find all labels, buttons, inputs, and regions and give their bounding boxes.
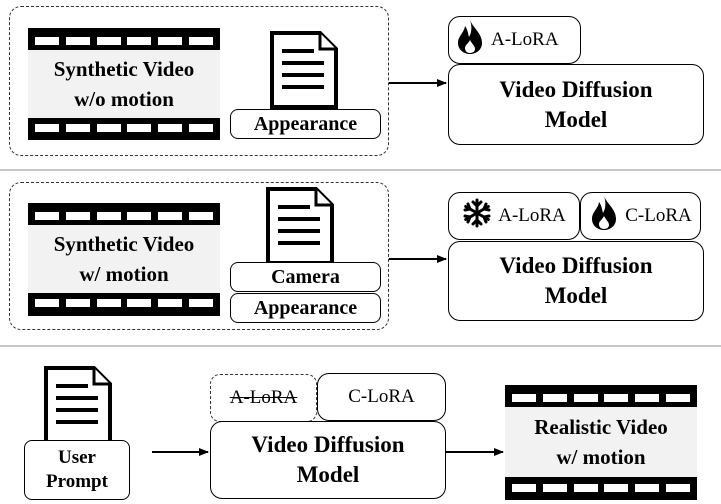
user-prompt-label: User Prompt [24, 440, 130, 500]
row-separator-1 [0, 169, 721, 171]
film-holes-bottom [505, 484, 697, 492]
synthetic-video-motion-film: Synthetic Video w/ motion [28, 203, 220, 316]
film-sprocket-hole [635, 394, 660, 402]
film-frame: Synthetic Video w/ motion [28, 225, 220, 293]
film-sprocket-hole [158, 212, 183, 220]
film-sprocket-hole [65, 124, 90, 132]
c-lora-tag: C-LoRA [580, 192, 701, 240]
input-group-row1 [9, 6, 389, 156]
lora-label: C-LoRA [625, 205, 692, 226]
film-sprocket-hole [542, 484, 567, 492]
flame-icon [589, 195, 619, 237]
video-diffusion-model-row2: Video Diffusion Model [448, 241, 704, 321]
film-holes-top [28, 37, 220, 45]
film-sprocket-hole [189, 299, 214, 307]
film-sprocket-hole [34, 37, 59, 45]
film-sprocket-hole [158, 37, 183, 45]
a-lora-tag: A-LoRA [448, 16, 581, 64]
film-sprocket-hole [666, 484, 691, 492]
film-holes-bottom [28, 124, 220, 132]
film-sprocket-hole [65, 37, 90, 45]
film-sprocket-hole [96, 212, 121, 220]
synthetic-video-no-motion-film: Synthetic Video w/o motion [28, 28, 220, 140]
film-holes-top [505, 394, 697, 402]
film-sprocket-hole [158, 299, 183, 307]
film-sprocket-hole [127, 299, 152, 307]
film-sprocket-hole [158, 124, 183, 132]
film-sprocket-hole [635, 484, 660, 492]
film-sprocket-hole [127, 212, 152, 220]
film-sprocket-hole [666, 394, 691, 402]
film-holes-top [28, 212, 220, 220]
snowflake-icon [462, 198, 492, 234]
document-icon [266, 187, 334, 265]
film-sprocket-hole [542, 394, 567, 402]
document-icon [270, 31, 338, 109]
lora-label: A-LoRA [491, 29, 559, 50]
film-sprocket-hole [96, 299, 121, 307]
film-sprocket-hole [189, 124, 214, 132]
video-label: Synthetic Video w/o motion [53, 57, 195, 111]
row-separator-2 [0, 345, 721, 347]
video-diffusion-model-row1: Video Diffusion Model [448, 64, 704, 145]
film-sprocket-hole [604, 484, 629, 492]
film-sprocket-hole [127, 37, 152, 45]
film-sprocket-hole [96, 124, 121, 132]
film-sprocket-hole [604, 394, 629, 402]
film-sprocket-hole [511, 484, 536, 492]
lora-label: C-LoRA [348, 386, 415, 407]
film-sprocket-hole [127, 124, 152, 132]
film-sprocket-hole [34, 212, 59, 220]
film-sprocket-hole [573, 484, 598, 492]
output-video-label: Realistic Video w/ motion [534, 415, 668, 469]
camera-label: Camera [230, 262, 381, 292]
lora-label: A-LoRA [498, 205, 566, 226]
appearance-label: Appearance [230, 109, 381, 139]
film-sprocket-hole [65, 299, 90, 307]
document-icon [44, 366, 112, 444]
video-diffusion-model-row3: Video Diffusion Model [210, 421, 446, 499]
film-frame: Realistic Video w/ motion [505, 407, 697, 477]
film-sprocket-hole [189, 212, 214, 220]
film-sprocket-hole [511, 394, 536, 402]
input-group-row2 [9, 182, 389, 330]
film-sprocket-hole [34, 124, 59, 132]
film-sprocket-hole [573, 394, 598, 402]
film-frame: Synthetic Video w/o motion [28, 50, 220, 118]
a-lora-tag-frozen: A-LoRA [448, 192, 580, 240]
appearance-label: Appearance [230, 293, 381, 323]
film-sprocket-hole [96, 37, 121, 45]
film-sprocket-hole [34, 299, 59, 307]
film-sprocket-hole [65, 212, 90, 220]
realistic-video-film: Realistic Video w/ motion [505, 385, 697, 500]
video-label: Synthetic Video w/ motion [53, 232, 195, 286]
lora-label: A-LoRA [229, 387, 298, 408]
c-lora-tag: C-LoRA [317, 373, 446, 421]
film-holes-bottom [28, 299, 220, 307]
flame-icon [455, 19, 485, 61]
film-sprocket-hole [189, 37, 214, 45]
